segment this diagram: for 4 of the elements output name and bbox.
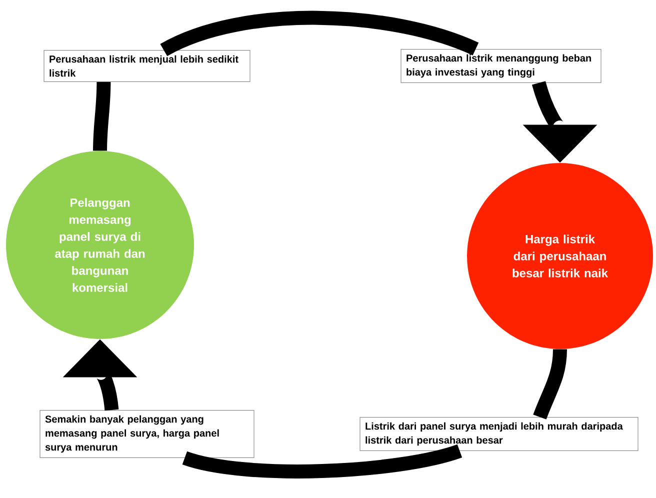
text-box: Semakin banyak pelanggan yang memasang panel surya, harga panel surya menurun [40,410,254,458]
text-box: Perusahaan listrik menanggung beban biaya investasi yang tinggi [400,49,602,83]
text-box: Perusahaan listrik menjual lebih sedikit listrik [44,50,250,82]
text-box: Listrik dari panel surya menjadi lebih murah daripada listrik dari perusahaan besar [360,417,638,451]
